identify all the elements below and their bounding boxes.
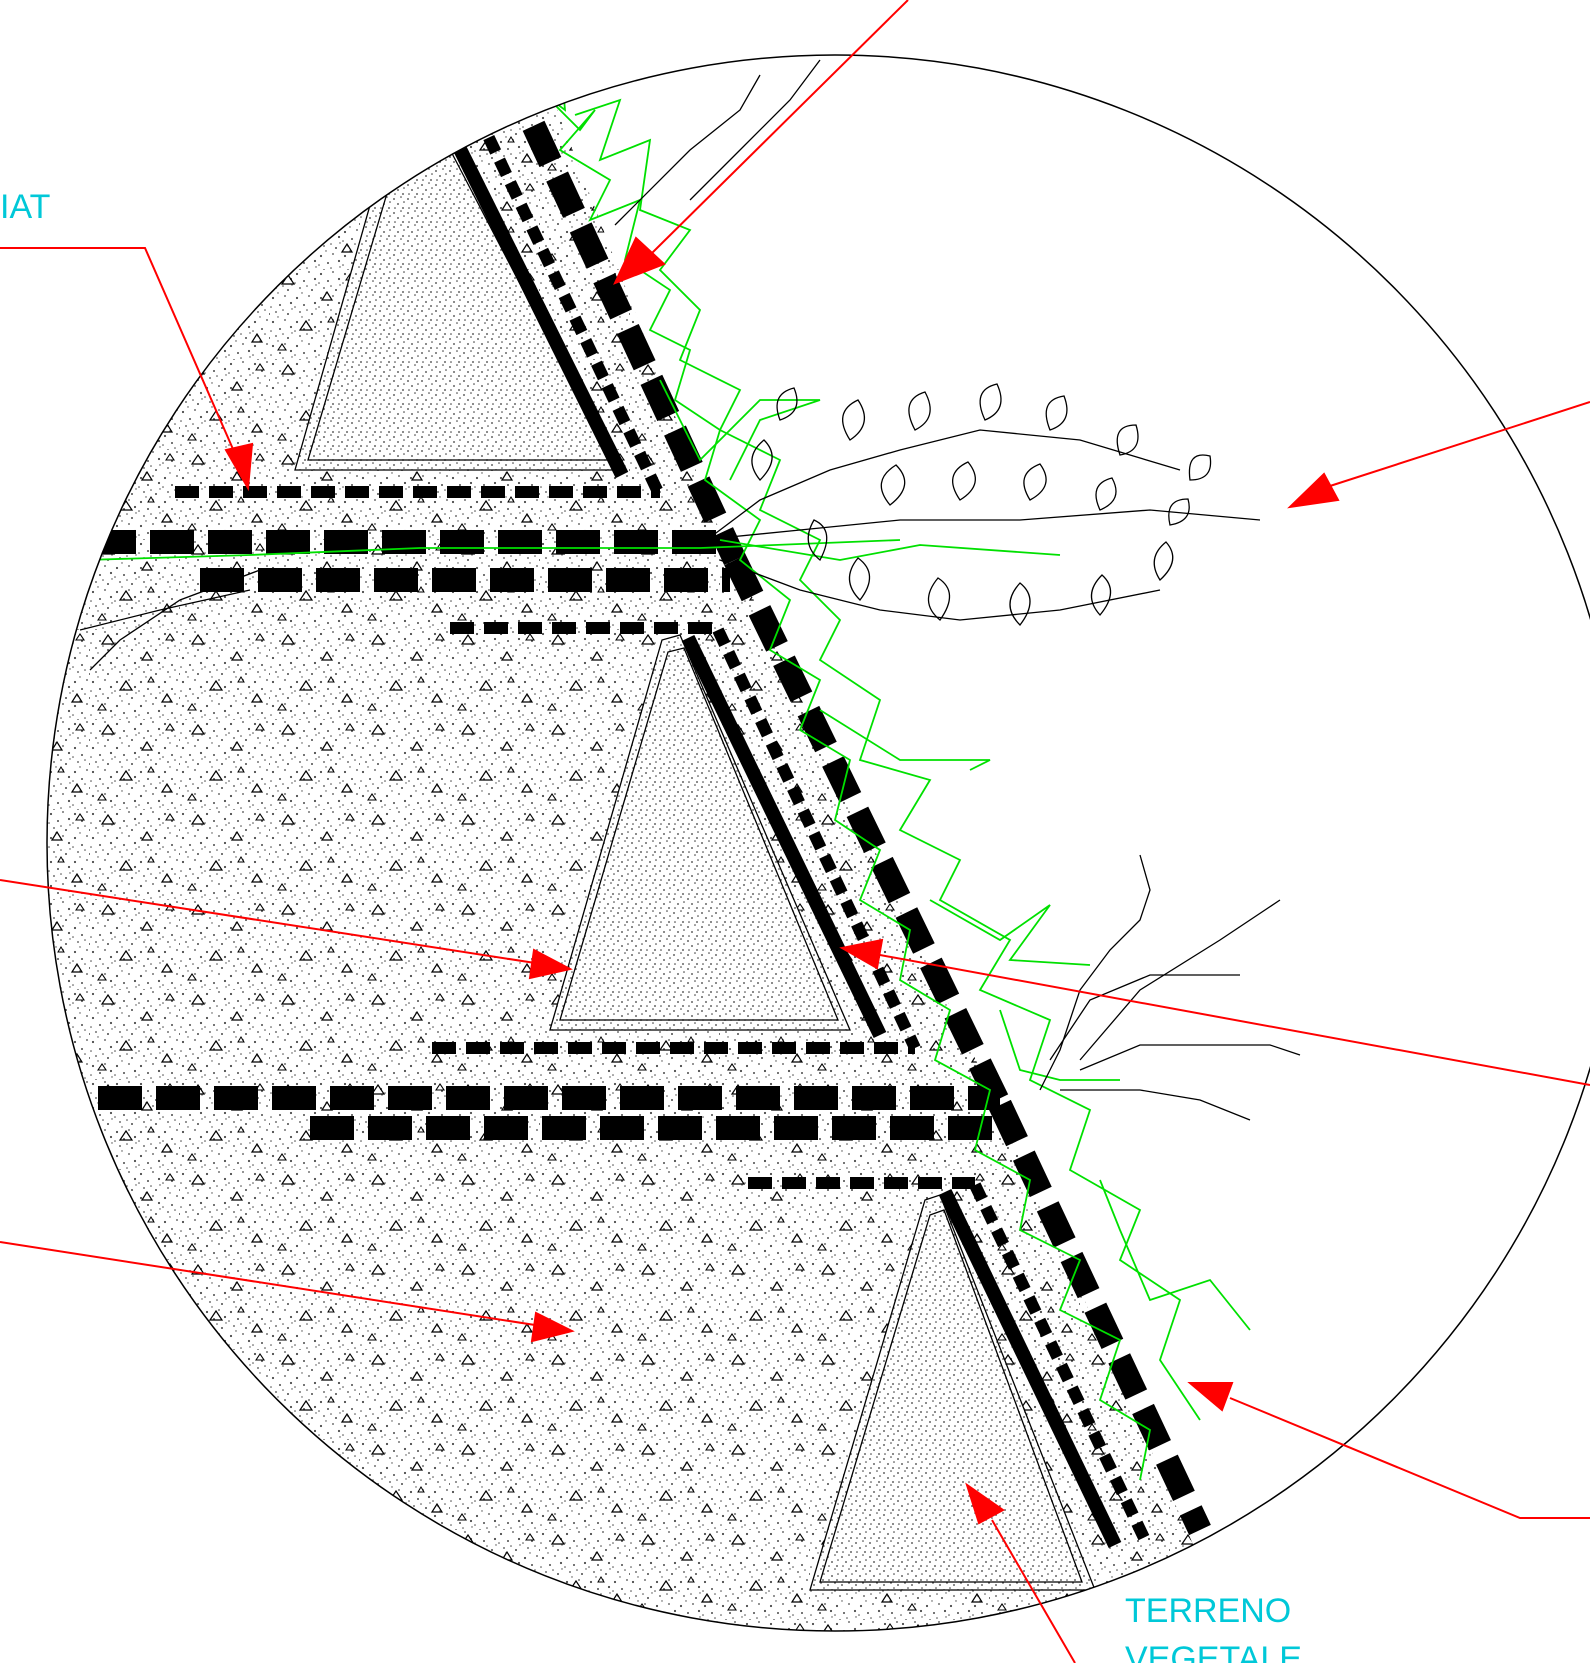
slope-heavy-dashed-line <box>499 69 746 566</box>
geogrid-layer-1 <box>92 486 730 634</box>
slope-face-layers <box>441 69 1211 1549</box>
vegetation-green-stems <box>84 55 1251 1481</box>
detail-circle-content <box>47 55 1301 1631</box>
leader-top-geogrid <box>0 247 254 492</box>
gravel-fill-area <box>47 55 1200 1631</box>
leader-solid-line <box>839 938 1590 1086</box>
slope-fine-dashed-line <box>472 112 664 495</box>
leader-green-layer <box>1187 1382 1590 1519</box>
sand-wedge-middle <box>549 634 851 1031</box>
slope-solid-line <box>441 121 629 479</box>
label-terreno: TERRENO <box>1125 1592 1291 1630</box>
label-vegetale: VEGETALE <box>1125 1640 1302 1663</box>
leader-terreno-vegetale <box>965 1482 1076 1663</box>
label-top-left-fragment: IAT <box>0 188 50 226</box>
geogrid-layer-2 <box>98 1042 1000 1189</box>
vegetation-shrub-outline <box>79 59 1301 1121</box>
leader-sand-wedge <box>0 879 573 980</box>
leader-vegetation <box>1287 401 1590 509</box>
leader-top-facing <box>613 0 909 285</box>
detail-circle-outline <box>46 54 1590 1632</box>
leader-gravel-fill <box>0 1241 575 1343</box>
